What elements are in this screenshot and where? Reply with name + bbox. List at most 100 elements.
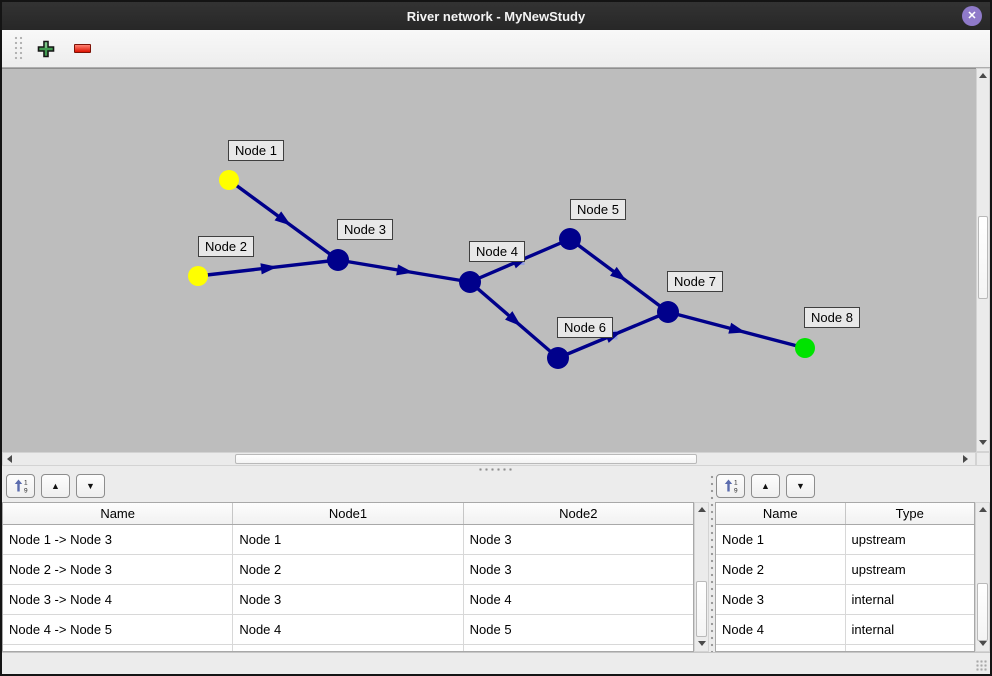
network-node[interactable] <box>795 338 815 358</box>
node-label[interactable]: Node 1 <box>228 140 284 161</box>
status-bar <box>2 652 990 674</box>
table-cell[interactable]: Node 1 -> Node 3 <box>3 525 234 554</box>
table-row <box>716 645 974 651</box>
scroll-up-icon[interactable] <box>979 73 987 78</box>
network-node[interactable] <box>657 301 679 323</box>
table-cell[interactable]: Node 3 <box>469 532 512 547</box>
table-cell[interactable]: upstream <box>851 532 906 547</box>
svg-text:9: 9 <box>24 488 28 495</box>
table-cell[interactable]: Node 1 <box>716 525 846 554</box>
node-label[interactable]: Node 3 <box>337 219 393 240</box>
add-button[interactable] <box>33 36 59 62</box>
column-header[interactable]: Type <box>895 506 924 521</box>
table-cell[interactable]: Node 3 <box>469 562 512 577</box>
svg-text:9: 9 <box>734 488 738 495</box>
main-toolbar <box>2 30 990 68</box>
close-button[interactable]: ✕ <box>962 6 982 26</box>
network-node[interactable] <box>327 249 349 271</box>
canvas-horizontal-scrollbar[interactable] <box>2 452 976 466</box>
resize-grip-icon[interactable] <box>976 660 987 671</box>
edge-arrow-icon <box>728 322 746 334</box>
up-arrow-icon: ▲ <box>761 481 770 491</box>
table-cell[interactable]: Node 2 <box>716 555 846 584</box>
sort-button[interactable]: 1 9 <box>716 474 745 498</box>
remove-button[interactable] <box>69 36 95 62</box>
table-cell[interactable]: Node 3 <box>716 585 846 614</box>
table-row[interactable]: Node 2 upstream <box>716 555 974 585</box>
table-cell[interactable]: Node 5 <box>469 622 512 637</box>
scrollbar-thumb[interactable] <box>977 583 988 641</box>
vertical-splitter[interactable] <box>710 474 715 652</box>
table-row[interactable]: Node 1 upstream <box>716 525 974 555</box>
plus-icon <box>37 40 55 57</box>
column-header[interactable]: Name <box>3 503 234 524</box>
up-arrow-icon: ▲ <box>51 481 60 491</box>
network-canvas[interactable]: Node 1 Node 2 Node 3 Node 4 Node 5 Node 6 Node… <box>2 68 976 452</box>
node-label[interactable]: Node 7 <box>667 271 723 292</box>
sort-ascending-icon: 1 9 <box>724 479 738 495</box>
table-cell[interactable]: internal <box>851 622 895 637</box>
move-down-button[interactable]: ▼ <box>786 474 815 498</box>
edge-arrow-icon <box>505 311 522 327</box>
scroll-up-icon[interactable] <box>698 507 706 512</box>
network-node[interactable] <box>188 266 208 286</box>
scrollbar-thumb[interactable] <box>696 581 707 637</box>
svg-text:1: 1 <box>734 480 738 487</box>
node-label[interactable]: Node 2 <box>198 236 254 257</box>
canvas-vertical-scrollbar[interactable] <box>976 68 990 452</box>
scroll-right-icon[interactable] <box>963 455 968 463</box>
sort-button[interactable]: 1 9 <box>6 474 35 498</box>
table-cell[interactable]: Node 3 <box>233 585 464 614</box>
scroll-down-icon[interactable] <box>979 641 987 646</box>
titlebar[interactable]: River network - MyNewStudy ✕ <box>2 2 990 30</box>
table-cell[interactable]: Node 4 <box>233 615 464 644</box>
node-label[interactable]: Node 5 <box>570 199 626 220</box>
network-node[interactable] <box>459 271 481 293</box>
down-arrow-icon: ▼ <box>86 481 95 491</box>
window-title: River network - MyNewStudy <box>406 8 586 24</box>
scrollbar-corner <box>976 452 990 466</box>
scrollbar-thumb[interactable] <box>235 454 697 464</box>
network-node[interactable] <box>219 170 239 190</box>
column-header[interactable]: Node2 <box>559 506 598 521</box>
node-label[interactable]: Node 8 <box>804 307 860 328</box>
table-cell[interactable]: Node 1 <box>233 525 464 554</box>
nodes-table-scrollbar[interactable] <box>975 502 990 652</box>
move-up-button[interactable]: ▲ <box>751 474 780 498</box>
edge-arrow-icon <box>396 264 414 276</box>
table-cell[interactable]: internal <box>851 592 895 607</box>
sort-ascending-icon: 1 9 <box>14 479 28 495</box>
toolbar-drag-handle[interactable] <box>14 35 23 62</box>
table-row[interactable]: Node 3 internal <box>716 585 974 615</box>
table-row[interactable]: Node 4 internal <box>716 615 974 645</box>
scroll-down-icon[interactable] <box>698 641 706 646</box>
node-label[interactable]: Node 4 <box>469 241 525 262</box>
reaches-table-scrollbar[interactable] <box>694 502 709 652</box>
node-label[interactable]: Node 6 <box>557 317 613 338</box>
table-cell[interactable]: Node 4 -> Node 5 <box>3 615 234 644</box>
table-cell[interactable]: Node 2 <box>233 555 464 584</box>
table-cell[interactable]: Node 4 <box>716 615 846 644</box>
table-cell[interactable]: upstream <box>851 562 906 577</box>
scrollbar-thumb[interactable] <box>978 216 988 299</box>
table-cell[interactable]: Node 4 <box>469 592 512 607</box>
scroll-down-icon[interactable] <box>979 440 987 445</box>
move-down-button[interactable]: ▼ <box>76 474 105 498</box>
table-cell[interactable]: Node 3 -> Node 4 <box>3 585 234 614</box>
network-node[interactable] <box>547 347 569 369</box>
network-node[interactable] <box>559 228 581 250</box>
edge-arrow-icon <box>610 266 627 282</box>
minus-icon <box>73 44 91 53</box>
column-header[interactable]: Name <box>716 503 846 524</box>
move-up-button[interactable]: ▲ <box>41 474 70 498</box>
column-header[interactable]: Node1 <box>233 503 464 524</box>
horizontal-splitter[interactable] <box>2 466 990 474</box>
table-cell[interactable]: Node 2 -> Node 3 <box>3 555 234 584</box>
scroll-up-icon[interactable] <box>979 507 987 512</box>
scroll-left-icon[interactable] <box>7 455 12 463</box>
